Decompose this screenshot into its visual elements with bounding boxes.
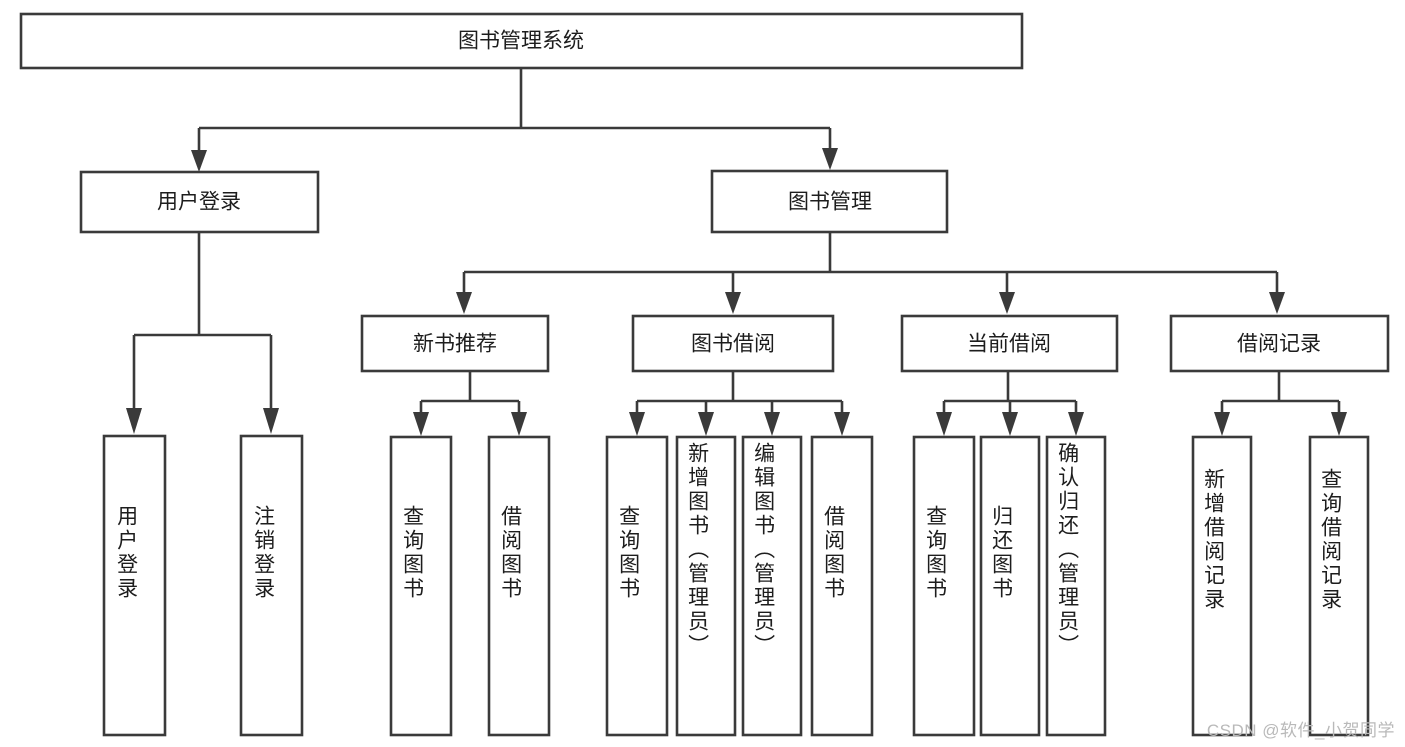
node-leaf-add-book[interactable]	[675, 435, 737, 737]
node-user-login-label: 用户登录	[157, 191, 241, 214]
node-current-borrow[interactable]: 当前借阅	[900, 314, 1119, 373]
node-leaf-query-record[interactable]	[1308, 435, 1370, 737]
node-leaf-add-record[interactable]	[1191, 435, 1253, 737]
csdn-watermark: CSDN @软件_小贺同学	[1206, 721, 1395, 740]
node-user-login[interactable]: 用户登录	[79, 170, 320, 234]
node-leaf-edit-book[interactable]	[741, 435, 803, 737]
node-leaf-query-book-2[interactable]	[605, 435, 669, 737]
node-book-borrow-label: 图书借阅	[691, 333, 775, 356]
node-leaf-logout-login[interactable]	[239, 434, 304, 737]
node-root-label: 图书管理系统	[458, 30, 584, 53]
connector-currentborrow-to-leaves	[942, 371, 1078, 414]
connector-root-to-level2	[197, 68, 832, 156]
connector-newbook-to-leaves	[419, 371, 521, 414]
connector-bookborrow-to-leaves	[635, 371, 844, 414]
connector-bookmgmt-to-level3	[462, 232, 1279, 298]
node-leaf-confirm-return[interactable]	[1045, 435, 1107, 737]
node-borrow-record-label: 借阅记录	[1237, 333, 1321, 356]
node-new-book-recommend[interactable]: 新书推荐	[360, 314, 550, 373]
node-book-management-label: 图书管理	[788, 191, 872, 214]
node-book-management[interactable]: 图书管理	[710, 169, 949, 234]
node-current-borrow-label: 当前借阅	[967, 333, 1051, 356]
node-borrow-record[interactable]: 借阅记录	[1169, 314, 1390, 373]
node-leaf-query-book-3[interactable]	[912, 435, 976, 737]
node-leaf-borrow-book-2[interactable]	[810, 435, 874, 737]
node-leaf-user-login[interactable]	[102, 434, 167, 737]
node-root[interactable]: 图书管理系统	[19, 12, 1024, 70]
node-leaf-query-book-1[interactable]	[389, 435, 453, 737]
node-leaf-borrow-book-1[interactable]	[487, 435, 551, 737]
connector-userlogin-to-leaves	[132, 232, 273, 410]
node-new-book-recommend-label: 新书推荐	[413, 333, 497, 356]
node-leaf-return-book[interactable]	[979, 435, 1041, 737]
connector-borrowrecord-to-leaves	[1220, 371, 1341, 414]
node-book-borrow[interactable]: 图书借阅	[631, 314, 835, 373]
arrow-heads	[126, 148, 1347, 436]
